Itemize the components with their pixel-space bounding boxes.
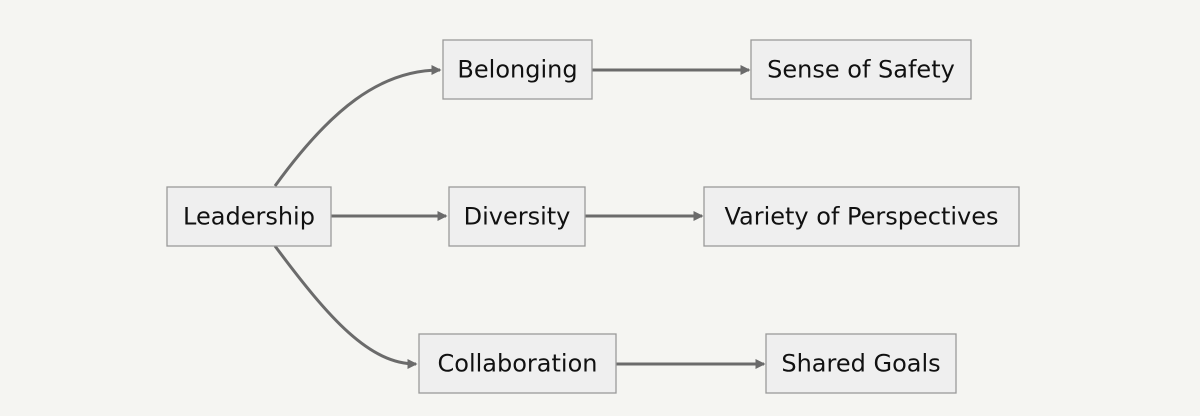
node-collaboration-label: Collaboration [438,350,598,378]
node-variety-of-perspectives-label: Variety of Perspectives [724,203,998,231]
node-diversity: Diversity [448,186,586,247]
node-diversity-label: Diversity [464,203,571,231]
node-leadership-label: Leadership [183,203,315,231]
node-sense-of-safety: Sense of Safety [750,39,972,100]
node-belonging-label: Belonging [457,56,577,84]
node-shared-goals-label: Shared Goals [781,350,940,378]
edge-leadership-belonging [273,65,442,187]
node-shared-goals: Shared Goals [765,333,957,394]
node-collaboration: Collaboration [418,333,617,394]
node-leadership: Leadership [166,186,332,247]
node-sense-of-safety-label: Sense of Safety [767,56,955,84]
node-belonging: Belonging [442,39,593,100]
edge-leadership-collaboration [273,245,418,369]
node-variety-of-perspectives: Variety of Perspectives [703,186,1020,247]
